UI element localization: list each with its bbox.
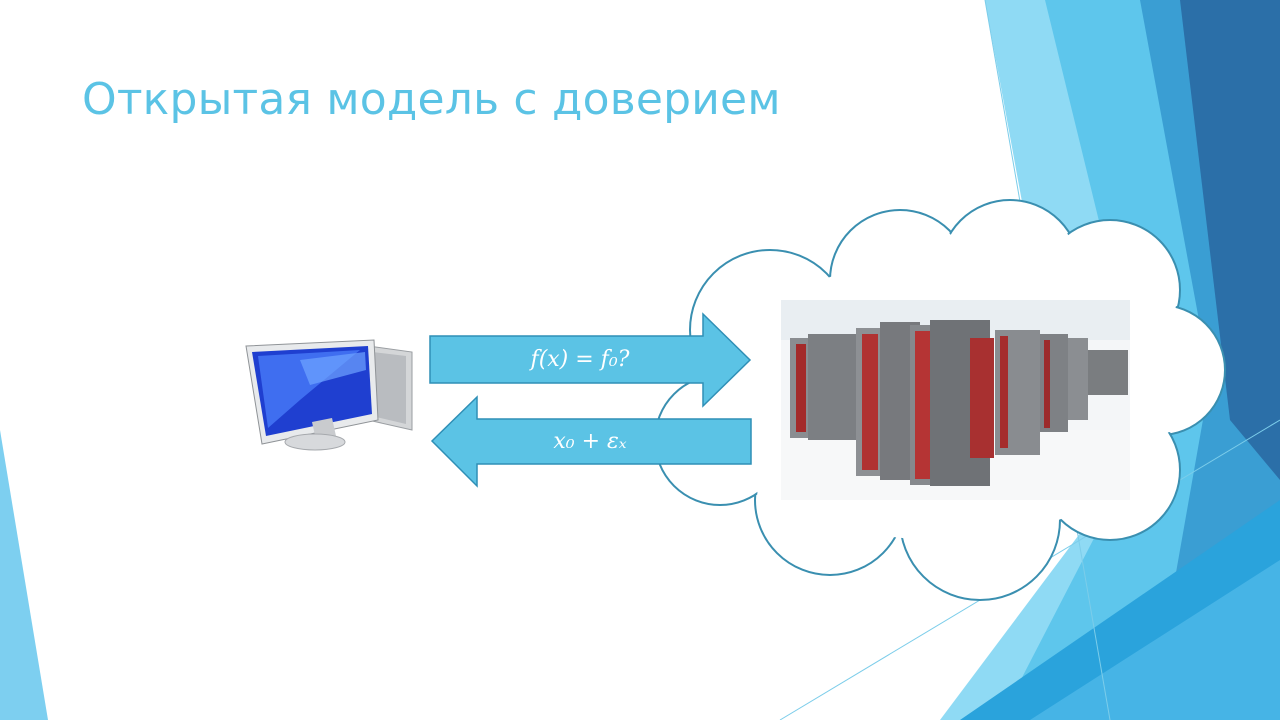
request-equation: f(x) = f₀? bbox=[530, 347, 630, 372]
supercomputer-photo bbox=[781, 300, 1130, 500]
response-equation: x₀ + εₓ bbox=[553, 429, 627, 454]
response-arrow bbox=[430, 395, 752, 488]
slide-title: Открытая модель с доверием bbox=[82, 74, 781, 125]
desktop-computer-icon bbox=[245, 339, 413, 451]
right-decoration-bottom-light bbox=[1030, 560, 1280, 720]
left-edge-decoration bbox=[0, 430, 48, 720]
request-arrow bbox=[429, 312, 752, 408]
right-decoration-dark bbox=[1180, 0, 1280, 480]
